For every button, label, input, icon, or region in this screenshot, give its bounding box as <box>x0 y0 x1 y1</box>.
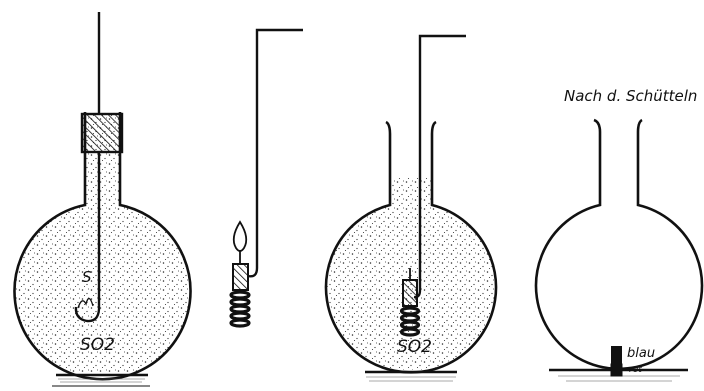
flask-after-shaking: Nach d. Schütteln blau rot <box>536 87 702 381</box>
flask-so2-with-lamp: SO2 <box>300 36 520 391</box>
so2-label-flask-3: SO2 <box>397 337 432 357</box>
flame-icon <box>234 222 247 251</box>
lamp-on-rod <box>231 30 303 326</box>
label-blau: blau <box>627 346 655 361</box>
caption-after-shaking: Nach d. Schütteln <box>564 87 697 105</box>
flask-sulfur-combustion: S SO2 <box>0 12 220 391</box>
bent-rod <box>248 30 303 276</box>
label-rot: rot <box>629 365 642 375</box>
so2-label-flask-1: SO2 <box>80 335 115 355</box>
sulfur-label: S <box>82 268 92 286</box>
candle-body-3 <box>403 280 417 306</box>
flask-4-outline <box>536 120 702 369</box>
coil-spring-icon <box>231 292 249 326</box>
stopper <box>82 114 122 152</box>
candle-body <box>233 264 248 290</box>
